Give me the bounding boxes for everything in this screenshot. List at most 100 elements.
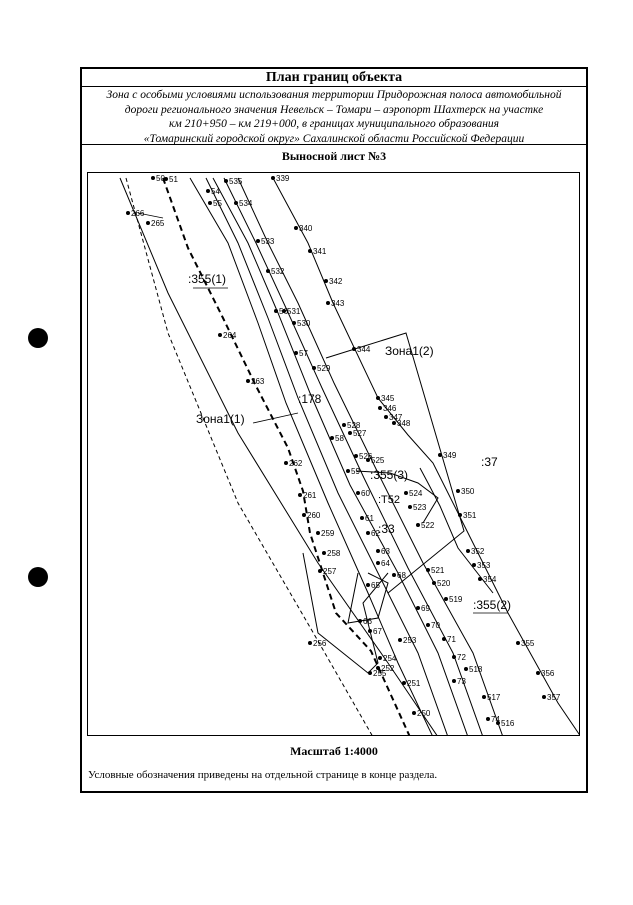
boundary-point-marker bbox=[326, 301, 330, 305]
road-edge-line bbox=[212, 177, 468, 735]
boundary-point-marker bbox=[352, 347, 356, 351]
boundary-point-label: 66 bbox=[363, 617, 372, 626]
plan-title: План границ объекта bbox=[82, 69, 586, 87]
boundary-point-marker bbox=[354, 454, 358, 458]
parcel-label: :178 bbox=[298, 392, 322, 406]
boundary-point-label: 343 bbox=[331, 299, 345, 308]
boundary-point-label: 532 bbox=[271, 267, 285, 276]
boundary-point-marker bbox=[458, 513, 462, 517]
parcel-355-3-outline bbox=[355, 470, 439, 524]
boundary-point-label: 344 bbox=[357, 345, 371, 354]
boundary-point-marker bbox=[452, 679, 456, 683]
boundary-point-label: 523 bbox=[413, 503, 427, 512]
boundary-point-label: 58 bbox=[335, 434, 344, 443]
parcel-boundary-detour bbox=[302, 552, 389, 674]
boundary-point-label: 535 bbox=[229, 177, 243, 186]
boundary-point-marker bbox=[256, 239, 260, 243]
boundary-point-label: 351 bbox=[463, 511, 477, 520]
boundary-point-label: 356 bbox=[541, 669, 555, 678]
boundary-point-marker bbox=[324, 279, 328, 283]
boundary-point-label: 70 bbox=[431, 621, 440, 630]
zone-1-2-outline bbox=[325, 332, 465, 594]
boundary-point-label: 347 bbox=[389, 413, 403, 422]
boundary-point-label: 527 bbox=[353, 429, 367, 438]
boundary-point-marker bbox=[146, 221, 150, 225]
boundary-point-label: 265 bbox=[151, 219, 165, 228]
boundary-point-label: 531 bbox=[287, 307, 301, 316]
boundary-point-marker bbox=[368, 629, 372, 633]
parcel-label: :33 bbox=[378, 522, 395, 536]
boundary-point-label: 251 bbox=[407, 679, 421, 688]
boundary-point-label: 340 bbox=[299, 224, 313, 233]
boundary-point-label: 67 bbox=[373, 627, 382, 636]
boundary-point-marker bbox=[466, 549, 470, 553]
boundary-point-label: 57 bbox=[299, 349, 308, 358]
boundary-point-label: 71 bbox=[447, 635, 456, 644]
boundary-point-label: 51 bbox=[169, 175, 178, 184]
boundary-point-label: 518 bbox=[469, 665, 483, 674]
parcel-label: :T52 bbox=[378, 494, 400, 506]
boundary-point-marker bbox=[330, 436, 334, 440]
subtitle-line: км 210+950 – км 219+000, в границах муни… bbox=[168, 118, 500, 130]
road-edge-line bbox=[189, 177, 433, 735]
boundary-point-marker bbox=[366, 583, 370, 587]
boundary-point-label: 354 bbox=[483, 575, 497, 584]
boundary-point-marker bbox=[378, 656, 382, 660]
boundary-point-marker bbox=[452, 655, 456, 659]
boundary-point-marker bbox=[486, 717, 490, 721]
boundary-point-marker bbox=[126, 211, 130, 215]
boundary-point-marker bbox=[274, 309, 278, 313]
boundary-point-marker bbox=[384, 415, 388, 419]
boundary-point-marker bbox=[472, 563, 476, 567]
boundary-point-label: 522 bbox=[421, 521, 435, 530]
boundary-point-marker bbox=[496, 721, 500, 725]
boundary-point-marker bbox=[542, 695, 546, 699]
boundary-point-marker bbox=[234, 201, 238, 205]
boundary-point-marker bbox=[224, 179, 228, 183]
boundary-point-label: 68 bbox=[397, 571, 406, 580]
boundary-point-label: 254 bbox=[383, 654, 397, 663]
boundary-point-label: 61 bbox=[365, 514, 374, 523]
road-edge-line bbox=[119, 177, 438, 735]
label-leader bbox=[137, 212, 164, 219]
boundary-point-label: 529 bbox=[317, 364, 331, 373]
boundary-point-marker bbox=[322, 551, 326, 555]
parcel-label: :355(1) bbox=[188, 272, 226, 286]
boundary-point-label: 253 bbox=[403, 636, 417, 645]
boundary-point-marker bbox=[404, 491, 408, 495]
boundary-point-marker bbox=[368, 671, 372, 675]
boundary-point-marker bbox=[302, 513, 306, 517]
boundary-point-label: 266 bbox=[131, 209, 145, 218]
boundary-point-label: 524 bbox=[409, 489, 423, 498]
boundary-point-marker bbox=[298, 493, 302, 497]
boundary-point-label: 346 bbox=[383, 404, 397, 413]
parcel-label: :355(3) bbox=[370, 468, 408, 482]
legend-note: Условные обозначения приведены на отдель… bbox=[88, 769, 438, 781]
boundary-point-marker bbox=[312, 366, 316, 370]
boundary-point-label: 255 bbox=[373, 669, 387, 678]
plan-sheet: План границ объекта Зона с особыми услов… bbox=[80, 67, 588, 793]
boundary-point-marker bbox=[392, 573, 396, 577]
boundary-point-label: 534 bbox=[239, 199, 253, 208]
boundary-point-marker bbox=[378, 406, 382, 410]
boundary-point-label: 55 bbox=[213, 199, 222, 208]
boundary-point-label: 259 bbox=[321, 529, 335, 538]
binder-hole-top bbox=[28, 328, 48, 348]
boundary-point-marker bbox=[444, 597, 448, 601]
boundary-point-marker bbox=[516, 641, 520, 645]
subtitle-line: дороги регионального значения Невельск –… bbox=[124, 103, 544, 116]
boundary-point-marker bbox=[342, 423, 346, 427]
boundary-point-marker bbox=[266, 269, 270, 273]
boundary-point-label: 258 bbox=[327, 549, 341, 558]
boundary-point-label: 256 bbox=[313, 639, 327, 648]
boundary-point-label: 342 bbox=[329, 277, 343, 286]
boundary-map: Зона1(1) Зона1(2) :355(1) :178 :355(3) :… bbox=[119, 174, 579, 735]
road-edge-line bbox=[205, 177, 448, 735]
boundary-point-marker bbox=[464, 667, 468, 671]
boundary-point-label: 521 bbox=[431, 566, 445, 575]
boundary-point-label: 349 bbox=[443, 451, 457, 460]
parcel-boundary-dashed bbox=[162, 177, 411, 735]
boundary-point-marker bbox=[218, 333, 222, 337]
boundary-point-marker bbox=[316, 531, 320, 535]
boundary-point-label: 63 bbox=[381, 547, 390, 556]
